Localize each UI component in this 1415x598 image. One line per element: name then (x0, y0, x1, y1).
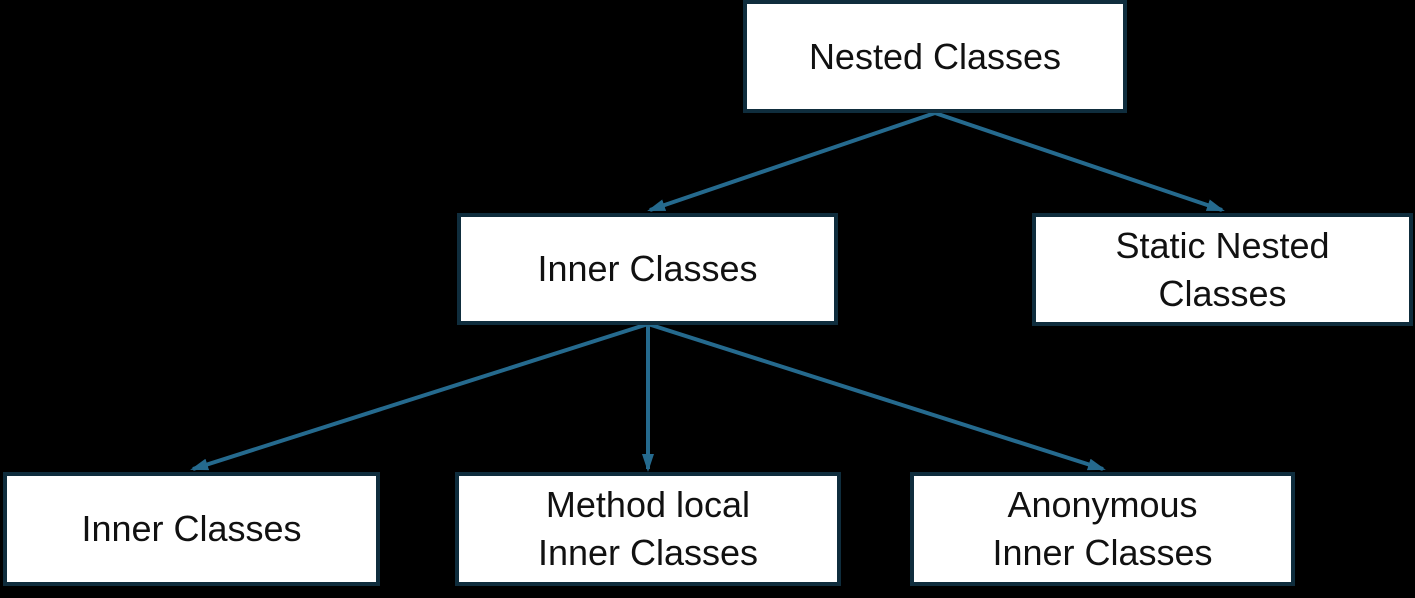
node-label-line: Inner Classes (537, 532, 759, 573)
node-label: Nested Classes (809, 33, 1061, 81)
connector-root-to-static-nested (934, 111, 1225, 212)
node-nested-classes: Nested Classes (743, 0, 1127, 113)
node-label-line: Static Nested (1115, 224, 1330, 266)
node-label-line: Inner Classes (537, 248, 758, 289)
connector-inner-to-anonymous (647, 322, 1106, 471)
node-label-line: Classes (1158, 272, 1287, 314)
node-label-line: Nested Classes (808, 35, 1062, 77)
node-anonymous-inner-classes: Anonymous Inner Classes (910, 472, 1295, 586)
node-method-local-inner-classes: Method local Inner Classes (455, 472, 841, 586)
node-label: Anonymous Inner Classes (992, 481, 1212, 577)
connector-root-to-inner-classes (647, 111, 936, 212)
node-label-line: Inner Classes (992, 532, 1213, 573)
node-label-line: Anonymous (1007, 484, 1198, 525)
node-label-line: Method local (545, 484, 751, 525)
connector-inner-to-inner-leaf (190, 322, 649, 471)
node-inner-classes-leaf: Inner Classes (3, 472, 380, 586)
node-label-line: Inner Classes (81, 508, 302, 549)
node-inner-classes: Inner Classes (457, 213, 838, 325)
node-label: Method local Inner Classes (538, 481, 758, 577)
node-label: Inner Classes (81, 505, 301, 553)
node-label: Inner Classes (537, 245, 757, 293)
node-static-nested-classes: Static Nested Classes (1032, 213, 1413, 326)
node-label: Static Nested Classes (1115, 222, 1329, 318)
